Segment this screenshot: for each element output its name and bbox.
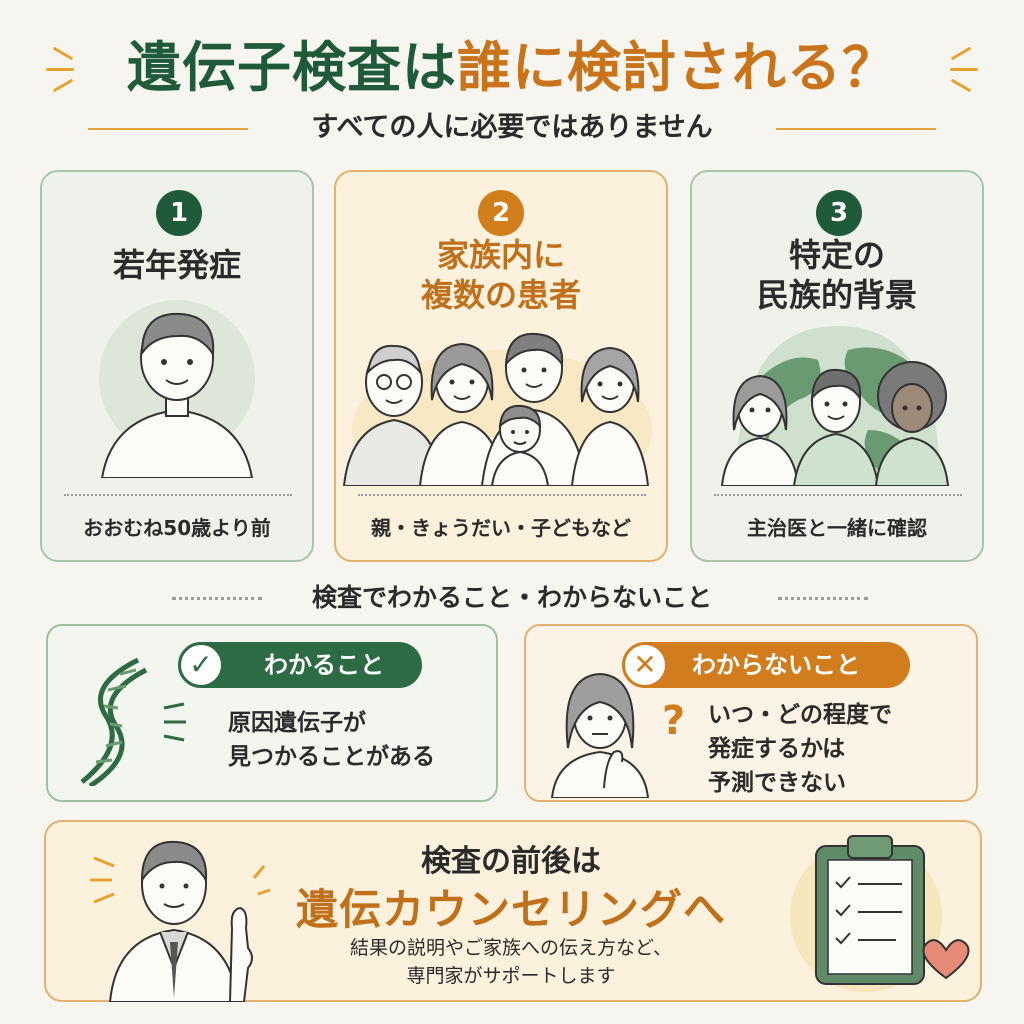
card-title-line1: 家族内に	[436, 236, 565, 274]
card-number-badge: 1	[156, 190, 202, 236]
card-divider	[714, 494, 962, 496]
card-caption: 親・きょうだい・子どもなど	[371, 516, 631, 540]
subtitle-divider-right	[776, 128, 936, 130]
clipboard-icon	[790, 835, 970, 992]
heart-icon	[922, 939, 970, 980]
card-title-line2: 複数の患者	[420, 276, 581, 314]
unknown-label-pill: わからないこと	[626, 642, 910, 688]
unknown-text-line3: 予測できない	[708, 770, 846, 796]
section-dots-left	[172, 597, 262, 600]
card-divider	[64, 494, 292, 496]
known-text-line2: 見つかることがある	[228, 744, 435, 770]
unknown-box: ? わからないこと ✕ いつ・どの程度で 発症するかは 予測できない	[524, 624, 978, 802]
counseling-line3: 結果の説明やご家族への伝え方など、	[349, 937, 673, 959]
counseling-line2: 遺伝カウンセリングへ	[295, 885, 726, 934]
doctor-illustration	[90, 840, 270, 1002]
card-caption: おおむね50歳より前	[83, 516, 271, 540]
subtitle-divider-left	[88, 128, 248, 130]
dna-icon	[80, 657, 148, 786]
thinking-woman-illustration	[550, 672, 650, 798]
cross-icon: ✕	[622, 642, 668, 688]
known-text-line1: 原因遺伝子が	[228, 710, 366, 736]
family-illustration	[342, 332, 652, 486]
counseling-line1: 検査の前後は	[421, 844, 601, 879]
section-dots-right	[778, 597, 868, 600]
counseling-panel: 検査の前後は 遺伝カウンセリングへ 結果の説明やご家族への伝え方など、 専門家が…	[44, 820, 982, 1002]
known-box: わかること ✓ 原因遺伝子が 見つかることがある	[46, 624, 498, 802]
sparkle-left-icon	[42, 46, 82, 93]
card-number-badge: 3	[816, 190, 862, 236]
known-label: わかること	[264, 651, 384, 679]
title-part1: 遺伝子検査は	[127, 36, 457, 99]
subtitle: すべての人に必要ではありません	[311, 112, 713, 143]
question-icon: ?	[662, 698, 686, 744]
title-part2: 誰に検討される？	[457, 36, 897, 99]
card-title-line2: 民族的背景	[756, 276, 917, 314]
card-title: 若年発症	[112, 246, 241, 284]
unknown-text-line2: 発症するかは	[708, 736, 846, 762]
sparkle-icon	[163, 702, 186, 742]
card-young-onset: 1 若年発症 おおむね50歳より前	[40, 170, 314, 562]
section-heading: 検査でわかること・わからないこと	[311, 583, 712, 612]
check-icon: ✓	[178, 642, 224, 688]
unknown-text-line1: いつ・どの程度で	[708, 702, 892, 728]
globe-icon	[720, 326, 950, 486]
card-caption: 主治医と一緒に確認	[747, 516, 927, 540]
card-family-patients: 2 家族内に 複数の患者 親・きょうだい・子どもなど	[334, 170, 668, 562]
sparkle-right-icon	[944, 46, 984, 93]
card-title-line1: 特定の	[788, 236, 885, 274]
counseling-line4: 専門家がサポートします	[406, 965, 616, 987]
card-ethnic-background: 3 特定の 民族的背景 主治医と一緒に確認	[690, 170, 984, 562]
unknown-label: わからないこと	[692, 651, 860, 679]
page-title: 遺伝子検査は誰に検討される？	[0, 28, 1024, 108]
young-person-illustration	[99, 300, 255, 478]
card-number-badge: 2	[478, 190, 524, 236]
card-divider	[358, 494, 646, 496]
